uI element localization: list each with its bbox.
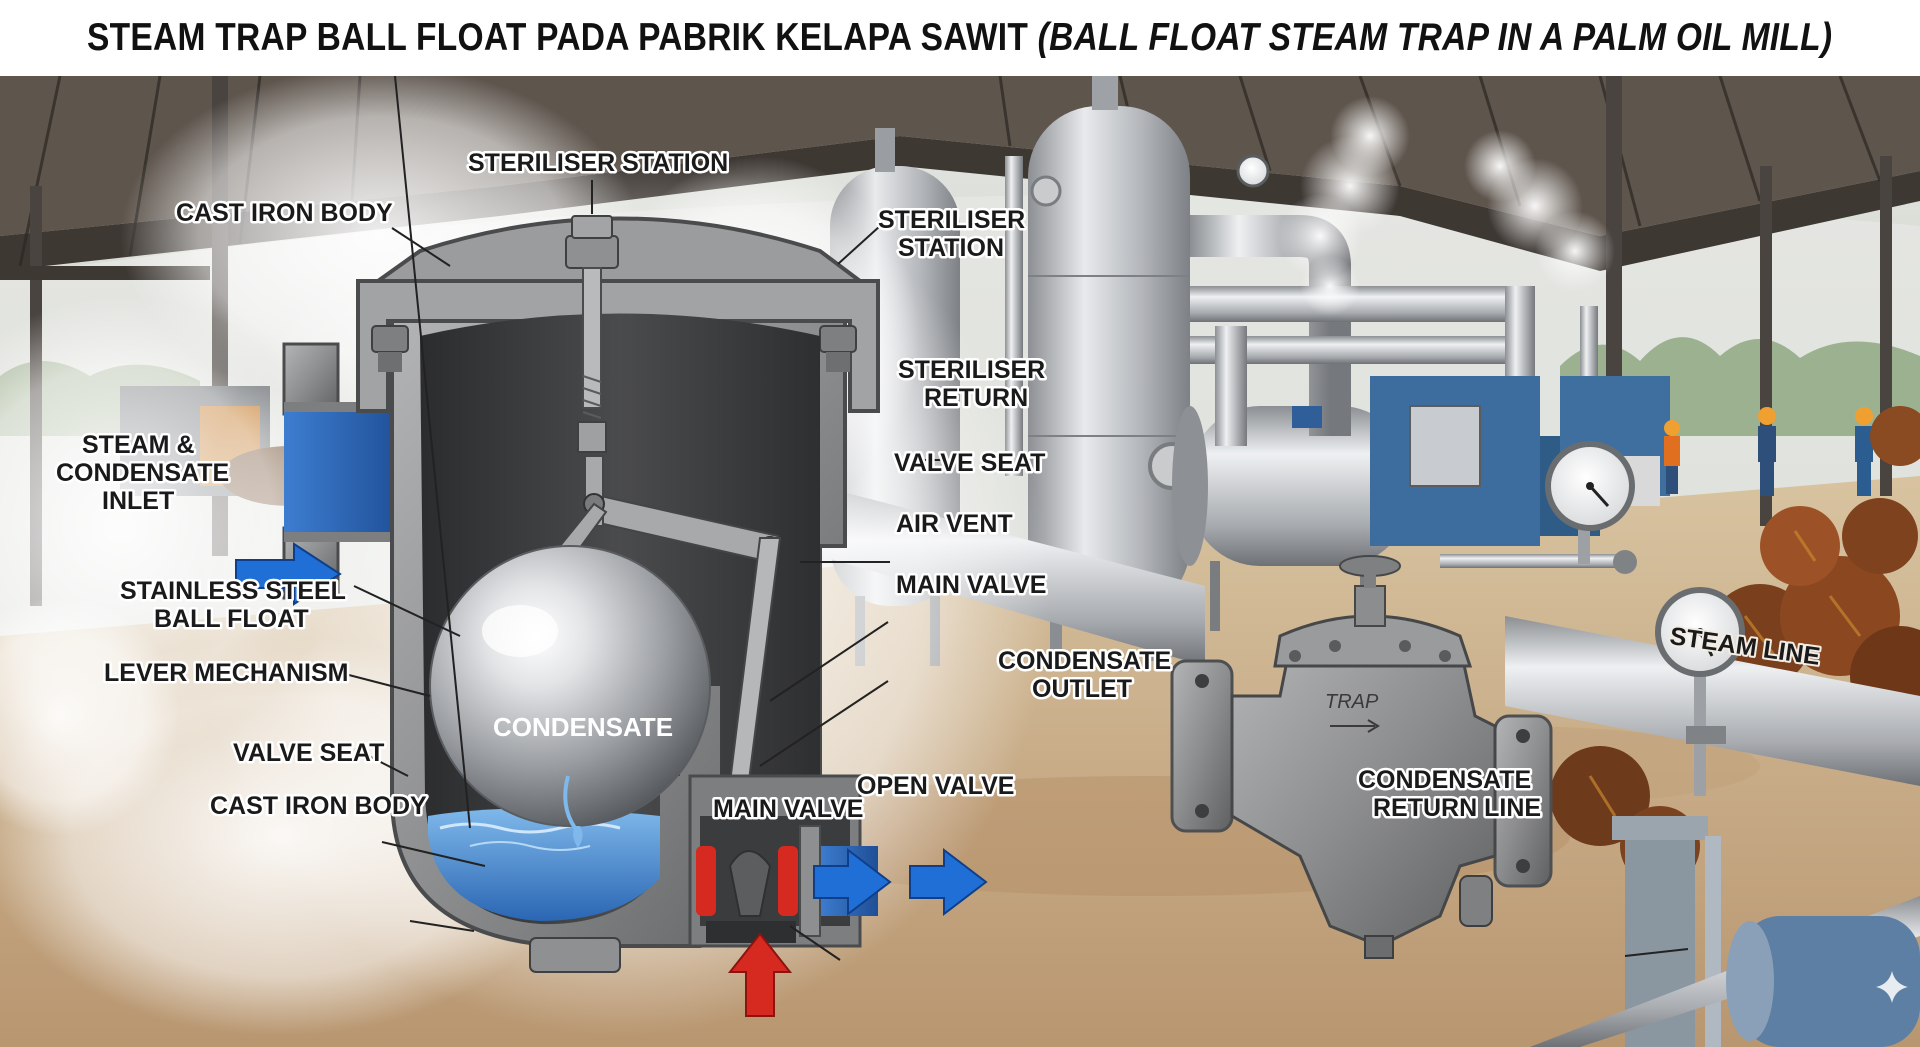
label-open-valve: OPEN VALVE (857, 772, 1014, 800)
label-cast-iron-body-bottom: CAST IRON BODY (210, 792, 427, 820)
stainless-steel-ball-float (429, 545, 711, 827)
label-valve-seat-right: VALVE SEAT (894, 449, 1045, 477)
label-inlet-1: STEAM & (82, 431, 195, 459)
valve-seat-right-ring (778, 846, 798, 916)
label-steriliser-station-top: STERILISER STATION (468, 149, 728, 177)
label-steriliser-return-2: RETURN (924, 384, 1028, 412)
label-air-vent: AIR VENT (896, 510, 1013, 538)
label-cast-iron-body-top: CAST IRON BODY (176, 199, 393, 227)
label-steriliser-station-right-2: STATION (898, 234, 1004, 262)
label-condensate-return-1: CONDENSATE (1358, 766, 1531, 794)
main-valve-plug (728, 850, 772, 917)
pressure-gauge-1 (1440, 441, 1637, 574)
label-valve-seat-left: VALVE SEAT (233, 739, 384, 767)
pressure-gauge-2 (1655, 587, 1745, 796)
title-english: (BALL FLOAT STEAM TRAP IN A PALM OIL MIL… (1038, 16, 1833, 59)
diagram-scene: TRAP (0, 76, 1920, 1047)
valve-seat-left-ring (696, 846, 716, 916)
workers (1664, 407, 1873, 496)
title-indonesian: STEAM TRAP BALL FLOAT PADA PABRIK KELAPA… (87, 16, 1029, 59)
page-title: STEAM TRAP BALL FLOAT PADA PABRIK KELAPA… (87, 16, 1832, 60)
top-adjusting-bolt (565, 215, 619, 453)
condensate-pool (428, 808, 660, 921)
label-inlet-2: CONDENSATE (56, 459, 229, 487)
main-valve-arrow-icon (727, 932, 793, 1017)
label-inlet-3: INLET (102, 487, 174, 515)
trap-stamp-text: TRAP (1325, 691, 1379, 713)
installed-steam-trap: TRAP (1170, 555, 1553, 959)
label-lever-mechanism: LEVER MECHANISM (104, 659, 348, 687)
leader-lines (344, 76, 1689, 961)
sparkle-icon (1876, 971, 1908, 1003)
cover-bolts (371, 325, 857, 372)
label-condensate-return-2: RETURN LINE (1373, 794, 1541, 822)
label-condensate-outlet-2: OUTLET (1032, 675, 1132, 703)
label-main-valve-bottom: MAIN VALVE (713, 795, 863, 823)
label-steriliser-return-1: STERILISER (898, 356, 1045, 384)
label-main-valve-right: MAIN VALVE (896, 571, 1046, 599)
inlet-arrow-icon (235, 542, 342, 606)
title-bar: STEAM TRAP BALL FLOAT PADA PABRIK KELAPA… (0, 0, 1920, 76)
label-ball-float-2: BALL FLOAT (154, 605, 309, 633)
label-ball-float-1: STAINLESS STEEL (120, 577, 346, 605)
label-condensate-outlet-1: CONDENSATE (998, 647, 1171, 675)
pump-motor (1726, 916, 1920, 1047)
cover-flange (356, 279, 880, 413)
cutaway-steam-trap (282, 215, 880, 973)
outlet-arrow-2-icon (909, 847, 988, 917)
flow-arrows (235, 542, 988, 1017)
label-steriliser-station-right-1: STERILISER (878, 206, 1025, 234)
outlet-arrow-1-icon (813, 847, 892, 917)
label-condensate: CONDENSATE (493, 712, 673, 742)
callout-labels: STERILISER STATION CAST IRON BODY STERIL… (54, 147, 1824, 826)
steam-plumes (1278, 96, 1615, 316)
drain-plug (529, 937, 621, 973)
